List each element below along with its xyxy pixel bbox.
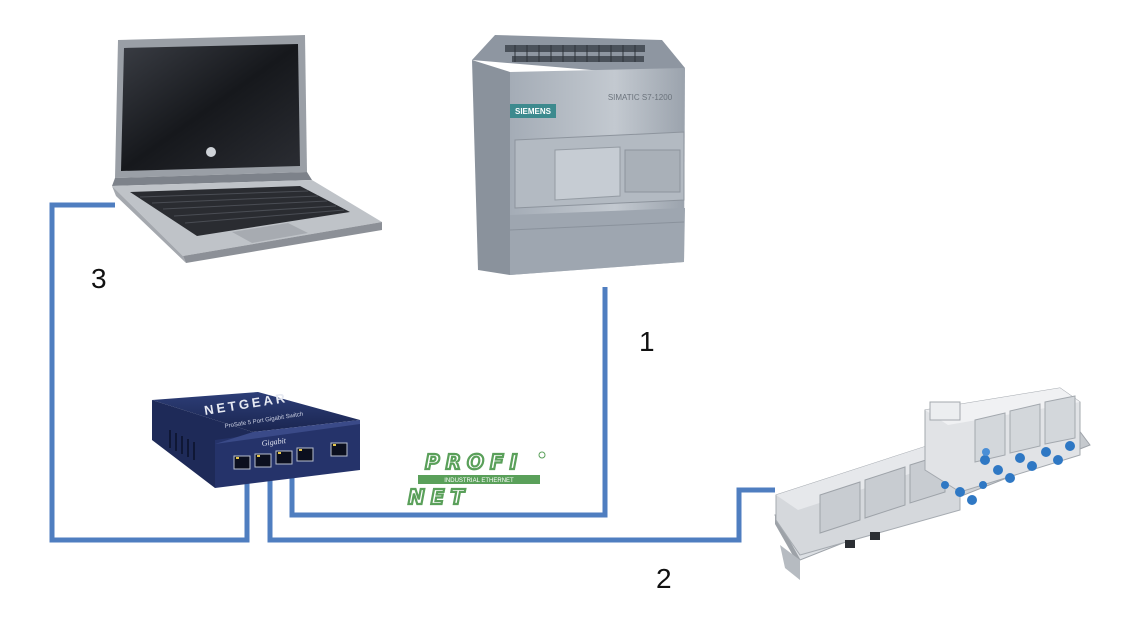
profinet-top-text: PROFI bbox=[425, 450, 523, 474]
connection-label-3: 3 bbox=[91, 263, 107, 294]
plc-s7-1200: SIEMENS SIMATIC S7-1200 bbox=[472, 35, 685, 275]
switch-ports bbox=[233, 442, 348, 470]
profinet-middle-text: INDUSTRIAL ETHERNET bbox=[444, 478, 514, 484]
connection-label-1: 1 bbox=[639, 326, 655, 357]
profinet-bottom-text: NET bbox=[408, 485, 470, 509]
connection-label-2: 2 bbox=[656, 563, 672, 594]
netgear-switch: NETGEAR ProSafe 5 Port Gigabit Switch Gi… bbox=[152, 390, 360, 488]
plc-brand-label: SIEMENS bbox=[515, 107, 552, 116]
cable-2-switch-valve bbox=[267, 470, 775, 543]
cable-3-laptop-switch bbox=[49, 202, 250, 543]
profinet-logo: PROFI INDUSTRIAL ETHERNET NET bbox=[407, 449, 546, 510]
cables bbox=[49, 202, 775, 543]
cable-1-plc-switch bbox=[289, 287, 608, 518]
switch-badge-label: Gigabit bbox=[261, 436, 287, 448]
plc-model-label: SIMATIC S7-1200 bbox=[608, 93, 673, 102]
valve-terminal bbox=[774, 387, 1091, 580]
laptop bbox=[112, 35, 382, 263]
